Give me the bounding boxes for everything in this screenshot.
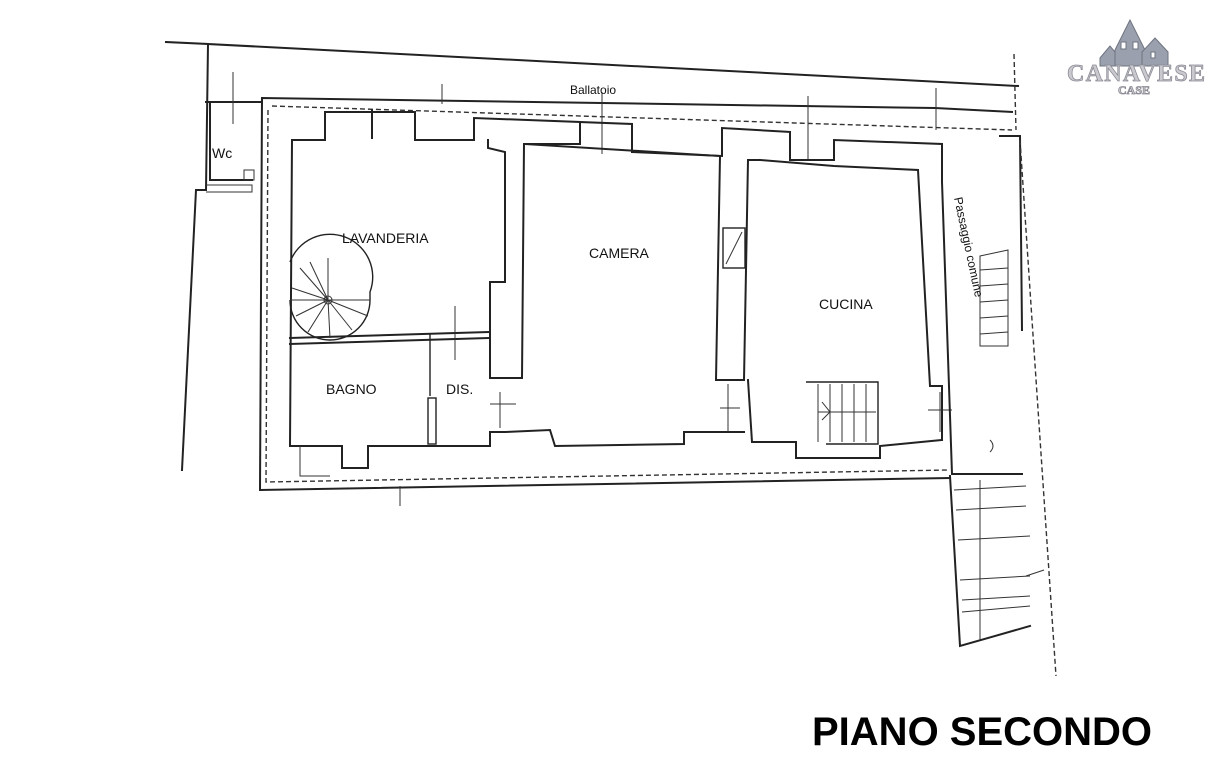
spiral-staircase: [289, 233, 374, 341]
houses-icon: [1099, 18, 1169, 67]
cucina-walls: [746, 131, 952, 459]
label-passaggio-comune: Passaggio comune: [951, 196, 986, 299]
ballatoio-corridor: [261, 84, 1014, 160]
label-dis: DIS.: [446, 381, 473, 397]
label-cucina: CUCINA: [819, 296, 873, 312]
passaggio-comune: [940, 53, 1057, 677]
label-lavanderia: LAVANDERIA: [342, 230, 429, 246]
page-title: PIANO SECONDO: [812, 710, 1152, 754]
cucina-staircase: [806, 381, 879, 445]
left-wc-structure: [164, 40, 1020, 472]
logo-sub: CASE: [1118, 83, 1150, 97]
label-bagno: BAGNO: [326, 381, 377, 397]
label-ballatoio: Ballatoio: [570, 83, 616, 97]
label-wc: Wc: [212, 145, 232, 161]
lavanderia-walls: [288, 109, 581, 477]
camera-walls: [503, 120, 792, 448]
logo-brand: CANAVESE: [1067, 61, 1205, 87]
building-outline: [258, 96, 952, 506]
company-logo: CANAVESE CASE: [1067, 18, 1205, 97]
label-camera: CAMERA: [589, 245, 650, 261]
